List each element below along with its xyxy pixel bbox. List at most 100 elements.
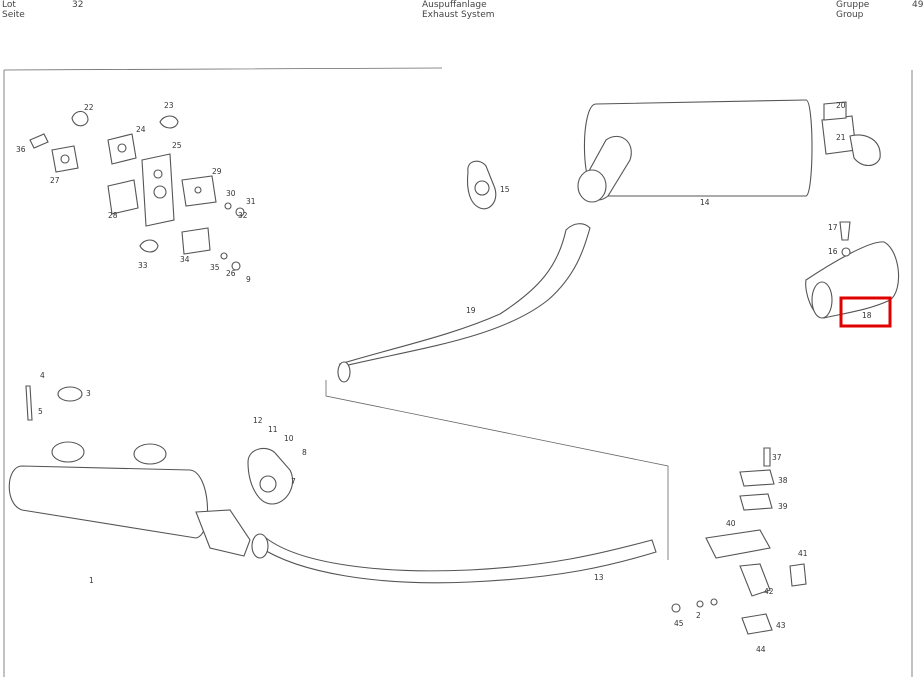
spring-washer [71,110,89,127]
callout-34: 34 [180,255,190,264]
tail-washer [841,247,851,257]
tail-tip [849,134,881,167]
header-title-de: Auspuffanlage [422,0,487,10]
bolt-part [29,133,49,149]
front-silencer [8,385,251,557]
strap-upper [739,469,775,487]
callout-30: 30 [226,189,236,198]
nut-c [710,598,718,606]
callout-labels: 1 4 3 5 12 11 10 8 7 13 19 15 14 20 21 1… [16,101,872,654]
callout-23: 23 [164,101,174,110]
callout-25: 25 [172,141,182,150]
frame-lines [3,67,913,677]
callout-16: 16 [828,247,838,256]
mounting-hardware-cluster [29,110,245,271]
front-pipe [257,537,657,584]
tail-pipe-end [811,281,833,319]
callout-1: 1 [89,576,94,585]
pipe-clamp-opening [474,180,490,196]
callout-40: 40 [726,519,736,528]
header-seite: Seite [2,10,25,20]
bracket-hole-1 [153,169,163,179]
washer-top [159,115,179,129]
callout-43: 43 [776,621,786,630]
nut-a [671,603,681,613]
pipe-clamp-front-opening [259,475,277,493]
callout-41: 41 [798,549,808,558]
washer-small-c [220,252,228,260]
stud-bolt [25,385,33,421]
hanger-bolt [763,447,771,467]
header-group: Group [836,10,864,20]
header-title-en: Exhaust System [422,10,495,20]
strap-middle [739,493,773,511]
callout-38: 38 [778,476,788,485]
callout-37: 37 [772,453,782,462]
callout-7: 7 [291,477,296,486]
callout-31: 31 [246,197,256,206]
callout-21: 21 [836,133,846,142]
header-gruppe: Gruppe [836,0,870,10]
front-pipe-end [251,533,269,559]
callout-4: 4 [40,371,45,380]
callout-18: 18 [862,311,872,320]
callout-8: 8 [302,448,307,457]
manifold-flange-right [133,443,167,465]
callout-15: 15 [500,185,510,194]
manifold-flange-left [51,441,85,463]
callout-45: 45 [674,619,684,628]
silencer-inlet-end [577,169,607,203]
front-silencer-body [8,465,209,539]
rubber-pad-left [107,179,139,215]
callout-14: 14 [700,198,710,207]
callout-22: 22 [84,103,94,112]
rear-silencer [577,99,881,203]
callout-33: 33 [138,261,148,270]
bracket-lower [739,563,771,597]
nut-lower [139,239,159,253]
callout-2: 2 [696,611,701,620]
rubber-pad-lower [181,227,211,255]
pad-hole [194,186,202,194]
tail-bolt [839,221,851,241]
washer-small-d [231,261,241,271]
callout-36: 36 [16,145,26,154]
header-group-number: 49 [912,0,924,10]
callout-9: 9 [246,275,251,284]
lower-hardware-cluster [671,447,807,635]
strap-lower [741,613,773,635]
callout-11: 11 [268,425,278,434]
header-left: Lot Seite [2,0,25,20]
callout-29: 29 [212,167,222,176]
intermediate-pipe [338,223,591,367]
clip [789,563,807,587]
callout-35: 35 [210,263,220,272]
bracket-hole-2 [153,185,167,199]
callout-27: 27 [50,176,60,185]
callout-42: 42 [764,587,774,596]
silencer-body [583,99,813,197]
callout-12: 12 [253,416,263,425]
callout-26: 26 [226,269,236,278]
hanger-bracket [823,101,847,121]
mount-hole [117,143,127,153]
callout-13: 13 [594,573,604,582]
nut-b [696,600,704,608]
callout-28: 28 [108,211,118,220]
callout-39: 39 [778,502,788,511]
callout-24: 24 [136,125,146,134]
washer-small-a [224,202,232,210]
callout-32: 32 [238,211,248,220]
plate-hole [60,154,70,164]
callout-10: 10 [284,434,294,443]
header-page-number: 32 [72,0,84,10]
washer-small-b [235,207,245,217]
intermediate-pipe-end [337,361,351,383]
callout-3: 3 [86,389,91,398]
panel-outline [325,380,669,560]
callout-20: 20 [836,101,846,110]
callout-5: 5 [38,407,43,416]
callout-17: 17 [828,223,838,232]
front-silencer-outlet [195,509,251,557]
